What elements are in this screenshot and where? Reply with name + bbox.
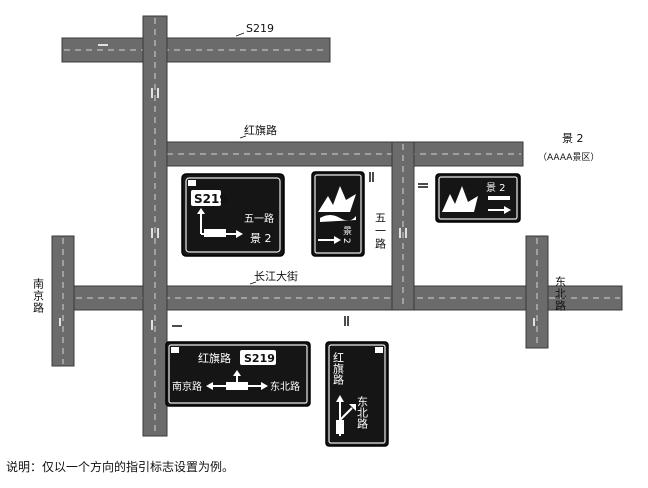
label-nanjing: 南京路 [32,278,45,314]
road-nanjing [51,235,75,367]
road-dongbei [525,235,549,349]
label-scenic-name: 景 2 [562,132,584,145]
caption: 说明：仅以一个方向的指引标志设置为例。 [6,460,235,474]
label-hongqi: 红旗路 [244,123,277,137]
sign-4: 红旗路 S219 南京路 东北路 [165,341,311,407]
label-wuyi: 五一路 [374,212,387,251]
sign4-top-left: 红旗路 [198,351,231,365]
sign-2: 景 2 [311,171,365,257]
sign2-scenic: 景 2 [341,226,352,244]
sign-3: 景 2 [435,173,521,223]
sign5-right: 东北路 [356,396,369,430]
sign1-scenic: 景 2 [250,232,272,245]
sign-5: 红旗路 东北路 [325,341,389,447]
label-scenic-grade: （AAAA景区） [538,152,599,163]
scenic-icon [318,186,356,222]
label-s219: S219 [246,22,274,35]
sign4-right: 东北路 [270,380,300,393]
sign1-road: 五一路 [244,212,274,225]
sign3-scenic: 景 2 [486,182,506,194]
lane-arrows [59,44,535,330]
label-dongbei: 东北路 [554,276,567,312]
label-changjiang: 长江大街 [254,269,298,283]
sign4-top-right: S219 [244,352,275,365]
sign4-left: 南京路 [172,380,202,393]
scenic-icon-2 [442,186,478,212]
sign-1: S219 五一路 景 2 [181,173,285,257]
sign1-route: S219 [194,192,228,206]
sign5-top: 红旗路 [332,352,345,386]
